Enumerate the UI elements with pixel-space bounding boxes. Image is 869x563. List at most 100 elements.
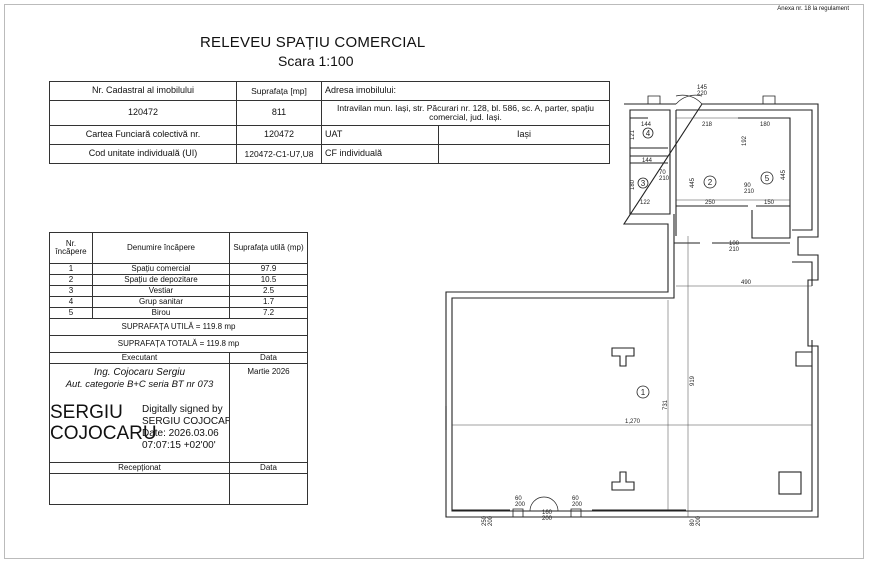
- uat-label: UAT: [321, 125, 439, 145]
- room-name: Spațiu de depozitare: [92, 274, 230, 286]
- room-1-marker: [636, 385, 650, 399]
- total-area: SUPRAFAȚA TOTALĂ = 119.8 mp: [49, 335, 308, 353]
- room-5-marker: [760, 171, 774, 185]
- surface-value: 811: [236, 100, 322, 126]
- room-markers: [636, 127, 774, 399]
- cf-label: CF individuală: [321, 144, 439, 164]
- dim-label: 218: [702, 122, 713, 128]
- room-nr: 4: [49, 296, 93, 308]
- room-area: 10.5: [229, 274, 308, 286]
- date-label-2: Data: [229, 462, 308, 474]
- table-row: 1 Spațiu comercial 97.9: [49, 263, 308, 275]
- room-number: 5: [765, 174, 770, 183]
- room-area: 1.7: [229, 296, 308, 308]
- room-name: Birou: [92, 307, 230, 319]
- dim-label: 919: [690, 375, 696, 386]
- executant-label: Executant: [49, 352, 230, 364]
- dim-label: 122: [640, 200, 651, 206]
- room-number: 2: [708, 178, 713, 187]
- dim-label: 445: [781, 169, 787, 180]
- engineer-category: Aut. categorie B+C seria BT nr 073: [65, 379, 214, 390]
- dim-label: 1,270: [625, 419, 641, 425]
- room-numbers: 1 2 3 4 5: [641, 129, 770, 397]
- room-nr: 3: [49, 285, 93, 297]
- room-number: 4: [646, 129, 651, 138]
- receptionat-label: Recepționat: [49, 462, 230, 474]
- room-area: 2.5: [229, 285, 308, 297]
- receptionat-cell: [49, 473, 230, 505]
- carte-funciara-value: 120472: [236, 125, 322, 145]
- signature-last-name: COJOCARU: [50, 423, 157, 444]
- dim-label: 445: [690, 177, 696, 188]
- annex-note: Anexa nr. 18 la regulament: [777, 6, 849, 12]
- digital-signature-line: Digitally signed by: [142, 404, 223, 415]
- room-name: Vestiar: [92, 285, 230, 297]
- dim-label: 192: [742, 135, 748, 146]
- room-number: 1: [641, 388, 646, 397]
- room-area: 97.9: [229, 263, 308, 275]
- room-nr: 2: [49, 274, 93, 286]
- dim-label: 250200: [482, 515, 494, 526]
- outer-walls: [445, 94, 819, 518]
- room-name: Grup sanitar: [92, 296, 230, 308]
- signature-first-name: SERGIU: [50, 402, 123, 423]
- room-2-marker: [703, 175, 717, 189]
- dim-label: 250: [705, 200, 716, 206]
- dim-label: 731: [663, 399, 669, 410]
- ui-code-label: Cod unitate individuală (UI): [49, 144, 237, 164]
- digital-signature-line: Date: 2026.03.06: [142, 428, 219, 439]
- rooms-table: Nr. încăpere Denumire încăpere Suprafața…: [49, 232, 308, 505]
- dim-label: 180: [630, 179, 636, 190]
- dim-label: 144: [642, 158, 653, 164]
- useful-area-total: SUPRAFAȚA UTILĂ = 119.8 mp: [49, 318, 308, 336]
- signature-name: SERGIU COJOCARU: [50, 402, 157, 444]
- room-nr: 5: [49, 307, 93, 319]
- digital-signature-line: SERGIU COJOCARU: [142, 416, 229, 427]
- dim-label: 80200: [690, 515, 702, 526]
- document-scale: Scara 1:100: [278, 53, 354, 69]
- surface-header: Suprafața [mp]: [236, 81, 322, 101]
- executant-date: Martie 2026: [229, 363, 308, 463]
- date-label: Data: [229, 352, 308, 364]
- room-name: Spațiu comercial: [92, 263, 230, 275]
- dim-label: 180: [760, 122, 771, 128]
- table-row: 2 Spațiu de depozitare 10.5: [49, 274, 308, 286]
- room-area: 7.2: [229, 307, 308, 319]
- document-title: RELEVEU SPAȚIU COMERCIAL: [200, 34, 426, 51]
- digital-signature-line: 07:07:15 +02'00': [142, 440, 216, 451]
- receptionat-date-cell: [229, 473, 308, 505]
- cadastral-value: 120472: [49, 100, 237, 126]
- table-row: 5 Birou 7.2: [49, 307, 308, 319]
- cf-value: [438, 144, 610, 164]
- ui-code-value: 120472-C1-U7,U8: [236, 144, 322, 164]
- executant-signature-cell: Ing. Cojocaru Sergiu Aut. categorie B+C …: [49, 363, 230, 463]
- engineer-name: Ing. Cojocaru Sergiu: [93, 367, 186, 378]
- room-number: 3: [641, 179, 646, 188]
- table-row: 4 Grup sanitar 1.7: [49, 296, 308, 308]
- table-row: 3 Vestiar 2.5: [49, 285, 308, 297]
- rooms-nr-header: Nr. încăpere: [49, 232, 93, 264]
- room-nr: 1: [49, 263, 93, 275]
- digital-signature-text: Digitally signed by SERGIU COJOCARU Date…: [142, 404, 229, 452]
- dim-label: 490: [741, 280, 752, 286]
- rooms-area-header: Suprafața utilă (mp): [229, 232, 308, 264]
- rooms-name-header: Denumire încăpere: [92, 232, 230, 264]
- property-table: Nr. Cadastral al imobilului Suprafața [m…: [49, 81, 610, 164]
- dimension-lines: [452, 117, 812, 517]
- dim-label: 150: [764, 200, 775, 206]
- room-4-marker: [642, 127, 654, 139]
- dim-label: 144: [641, 122, 652, 128]
- dim-label: 121: [630, 129, 636, 140]
- carte-funciara-label: Cartea Funciară colectivă nr.: [49, 125, 237, 145]
- room-3-marker: [637, 177, 649, 189]
- cadastral-header: Nr. Cadastral al imobilului: [49, 81, 237, 101]
